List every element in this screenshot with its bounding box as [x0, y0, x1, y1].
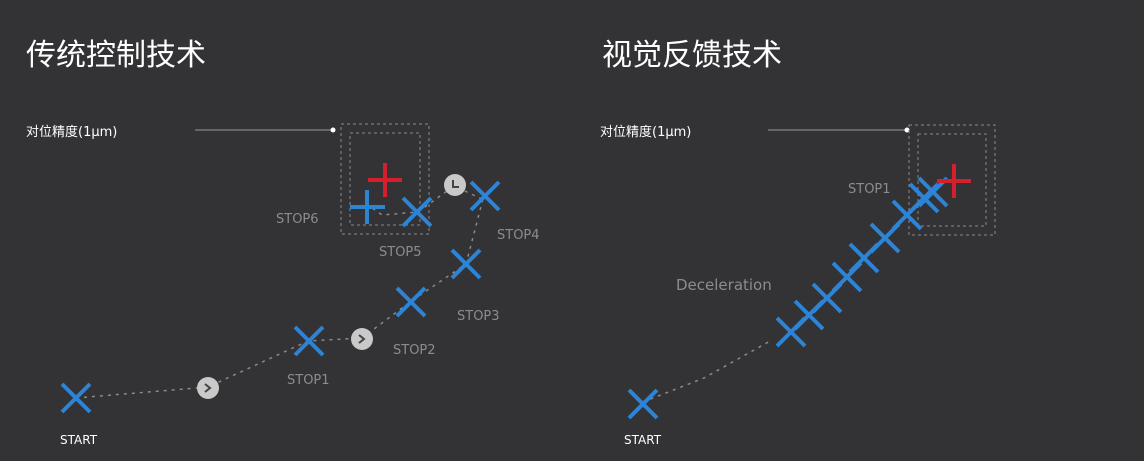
stop5-cross-icon: [401, 196, 433, 228]
stop2-label: STOP2: [393, 343, 436, 358]
left-accuracy-dot: [330, 127, 336, 133]
stop-badge-icon: [197, 377, 219, 399]
stop4-cross-icon: [469, 180, 501, 212]
stop3-label: STOP3: [457, 309, 500, 324]
decel-cross-icon: [908, 182, 940, 214]
left-start-label: START: [60, 433, 98, 447]
stop4-label: STOP4: [497, 228, 540, 243]
stop6-plus-icon: [350, 190, 385, 224]
start-cross-icon: [60, 382, 92, 414]
deceleration-label: Deceleration: [676, 276, 772, 294]
right-start-cross-icon: [627, 388, 659, 420]
stop6-label: STOP6: [276, 212, 319, 227]
right-accuracy-box-outer: [908, 124, 996, 236]
stop3-cross-icon: [395, 286, 427, 318]
stop-badge-icon: [444, 174, 466, 196]
stop1-label: STOP1: [287, 373, 330, 388]
right-accuracy-label: 对位精度(1μm): [600, 125, 692, 140]
right-path: [642, 339, 773, 403]
right-accuracy-dot: [904, 127, 910, 133]
stop5-label: STOP5: [379, 245, 422, 260]
stop1-cross-icon: [293, 325, 325, 357]
left-accuracy-box-inner: [349, 132, 421, 226]
right-stop1-label: STOP1: [848, 182, 891, 197]
left-target-plus-icon: [368, 163, 402, 197]
right-title: 视觉反馈技术: [602, 38, 782, 73]
stop-badge-icon: [351, 328, 373, 350]
stop-cross-icon: [450, 248, 482, 280]
right-target-plus-icon: [937, 164, 971, 198]
right-start-label: START: [624, 433, 662, 447]
left-accuracy-label: 对位精度(1μm): [26, 125, 118, 140]
left-accuracy-box-outer: [340, 123, 430, 235]
right-accuracy-box-inner: [917, 133, 987, 227]
left-title: 传统控制技术: [26, 38, 206, 73]
